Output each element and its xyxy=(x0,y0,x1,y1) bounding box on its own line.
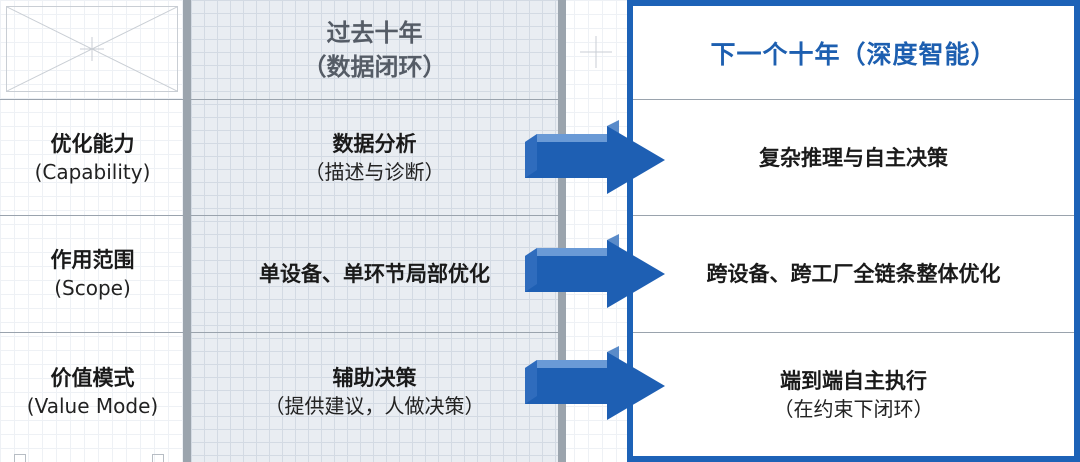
past-row-title: 数据分析 xyxy=(332,131,417,156)
divider xyxy=(633,332,1074,333)
row-label-value-mode: 价值模式 (Value Mode) xyxy=(0,333,185,451)
divider xyxy=(633,99,1074,100)
future-row-capability: 复杂推理与自主决策 xyxy=(633,100,1074,215)
foot-mark xyxy=(152,454,164,462)
plus-icon xyxy=(580,36,612,68)
divider xyxy=(0,215,185,216)
future-title: 下一个十年（深度智能） xyxy=(710,39,997,69)
row-label-title: 优化能力 xyxy=(50,131,135,156)
past-row-subtitle: （提供建议，人做决策） xyxy=(264,394,485,418)
past-row-scope: 单设备、单环节局部优化 xyxy=(191,216,558,332)
row-label-title: 作用范围 xyxy=(50,248,135,272)
divider xyxy=(0,332,185,333)
future-row-title: 跨设备、跨工厂全链条整体优化 xyxy=(706,262,1001,286)
corner-cross-icon xyxy=(6,6,178,92)
divider xyxy=(633,215,1074,216)
past-title-line1: 过去十年 xyxy=(326,18,423,47)
row-label-subtitle: (Scope) xyxy=(54,276,131,300)
future-row-scope: 跨设备、跨工厂全链条整体优化 xyxy=(633,216,1074,332)
past-row-title: 单设备、单环节局部优化 xyxy=(259,262,490,286)
past-title-line2: （数据闭环） xyxy=(302,52,447,81)
future-row-value-mode: 端到端自主执行 （在约束下闭环） xyxy=(633,333,1074,456)
divider xyxy=(0,99,185,100)
past-header: 过去十年 （数据闭环） xyxy=(191,0,558,99)
row-label-subtitle: (Value Mode) xyxy=(26,394,159,418)
past-decade-column: 过去十年 （数据闭环） 数据分析 （描述与诊断） 单设备、单环节局部优化 辅助决… xyxy=(183,0,566,462)
row-label-capability: 优化能力 (Capability) xyxy=(0,100,185,215)
future-row-title: 复杂推理与自主决策 xyxy=(759,145,948,170)
past-row-value-mode: 辅助决策 （提供建议，人做决策） xyxy=(191,333,558,451)
empty-corner-cell xyxy=(6,6,178,92)
future-row-subtitle: （在约束下闭环） xyxy=(773,396,934,421)
row-label-column: 优化能力 (Capability) 作用范围 (Scope) 价值模式 (Val… xyxy=(0,0,185,462)
divider xyxy=(191,99,558,100)
arrow-right-icon xyxy=(525,234,665,308)
next-decade-column: 下一个十年（深度智能） 复杂推理与自主决策 跨设备、跨工厂全链条整体优化 端到端… xyxy=(627,0,1080,462)
divider xyxy=(191,332,558,333)
arrow-right-icon xyxy=(525,120,665,194)
future-row-title: 端到端自主执行 xyxy=(780,368,927,393)
arrow-right-icon xyxy=(525,346,665,420)
past-row-title: 辅助决策 xyxy=(332,366,417,390)
row-label-subtitle: (Capability) xyxy=(34,159,151,184)
row-label-scope: 作用范围 (Scope) xyxy=(0,216,185,332)
past-row-subtitle: （描述与诊断） xyxy=(304,159,445,184)
foot-mark xyxy=(14,454,26,462)
past-row-capability: 数据分析 （描述与诊断） xyxy=(191,100,558,215)
future-header: 下一个十年（深度智能） xyxy=(633,6,1074,99)
divider xyxy=(191,215,558,216)
row-label-title: 价值模式 xyxy=(50,366,135,390)
